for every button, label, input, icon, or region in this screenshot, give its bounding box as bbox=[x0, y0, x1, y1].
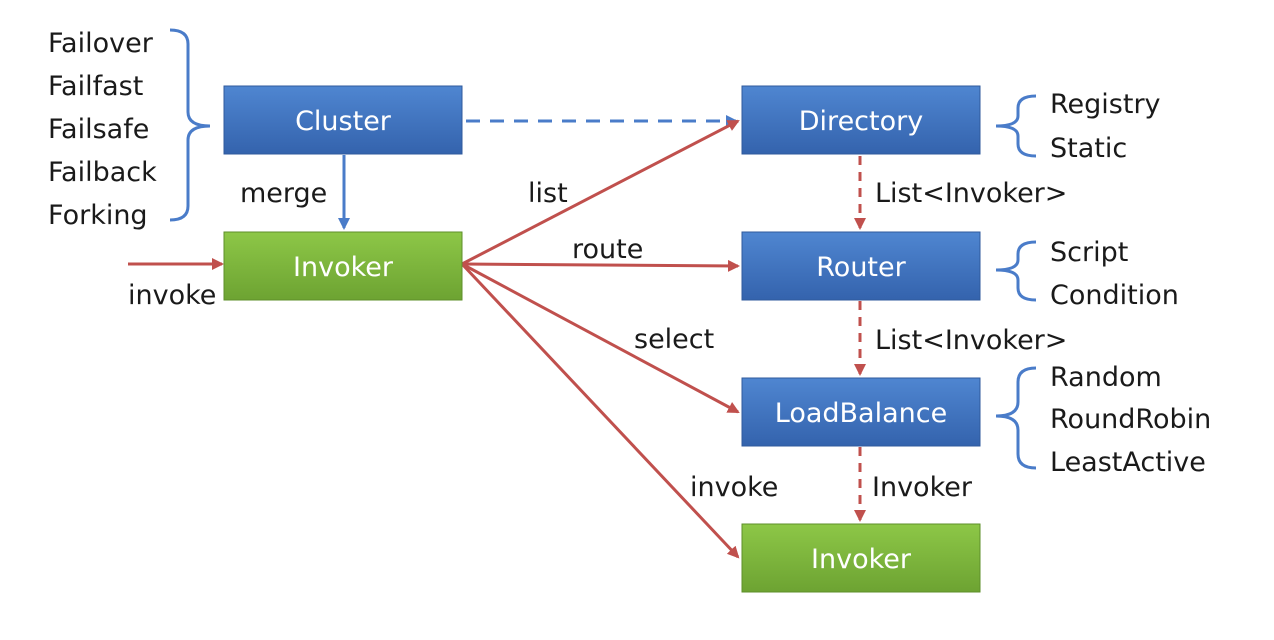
cluster-strategy-item: Failfast bbox=[48, 71, 143, 102]
router-node: Router bbox=[741, 231, 981, 301]
loadbalance-invoker-label: Invoker bbox=[872, 472, 973, 503]
list-label: list bbox=[528, 178, 568, 209]
directory-node: Directory bbox=[741, 85, 981, 155]
select-label: select bbox=[634, 324, 714, 355]
loadbalance-node: LoadBalance bbox=[741, 377, 981, 447]
loadbalance-types-list: Random RoundRobin LeastActive bbox=[1050, 362, 1211, 478]
invoke-out-edge bbox=[460, 262, 740, 559]
cluster-strategy-item: Failover bbox=[48, 28, 154, 59]
directory-type-item: Static bbox=[1050, 133, 1127, 164]
loadbalance-types-brace bbox=[995, 366, 1037, 470]
merge-label: merge bbox=[240, 178, 327, 209]
cluster-strategies-brace bbox=[169, 28, 211, 222]
router-type-item: Condition bbox=[1050, 280, 1179, 311]
loadbalance-label: LoadBalance bbox=[775, 398, 947, 429]
router-types-brace bbox=[995, 240, 1037, 302]
cluster-strategy-item: Forking bbox=[48, 200, 148, 231]
directory-type-item: Registry bbox=[1050, 89, 1161, 120]
cluster-node: Cluster bbox=[223, 85, 463, 155]
invoke-in-label: invoke bbox=[128, 280, 216, 311]
router-type-item: Script bbox=[1050, 237, 1128, 268]
invoker-node: Invoker bbox=[223, 231, 463, 301]
directory-router-label: List<Invoker> bbox=[875, 178, 1067, 209]
directory-types-brace bbox=[995, 94, 1037, 158]
route-edge bbox=[461, 259, 740, 272]
cluster-label: Cluster bbox=[295, 106, 392, 137]
cluster-strategy-item: Failsafe bbox=[48, 114, 149, 145]
cluster-strategies-list: Failover Failfast Failsafe Failback Fork… bbox=[48, 28, 157, 231]
cluster-strategy-item: Failback bbox=[48, 157, 157, 188]
loadbalance-type-item: RoundRobin bbox=[1050, 404, 1211, 435]
loadbalance-type-item: Random bbox=[1050, 362, 1162, 393]
invoker-result-node: Invoker bbox=[741, 523, 981, 593]
route-label: route bbox=[572, 234, 643, 265]
list-edge bbox=[461, 119, 740, 266]
invoker-label: Invoker bbox=[293, 252, 394, 283]
invoke-out-label: invoke bbox=[690, 472, 778, 503]
directory-label: Directory bbox=[799, 106, 923, 137]
router-label: Router bbox=[816, 252, 906, 283]
loadbalance-type-item: LeastActive bbox=[1050, 447, 1206, 478]
select-edge bbox=[461, 262, 740, 414]
router-loadbalance-label: List<Invoker> bbox=[875, 325, 1067, 356]
invoker-result-label: Invoker bbox=[811, 544, 912, 575]
router-types-list: Script Condition bbox=[1050, 237, 1179, 311]
directory-types-list: Registry Static bbox=[1050, 89, 1161, 164]
